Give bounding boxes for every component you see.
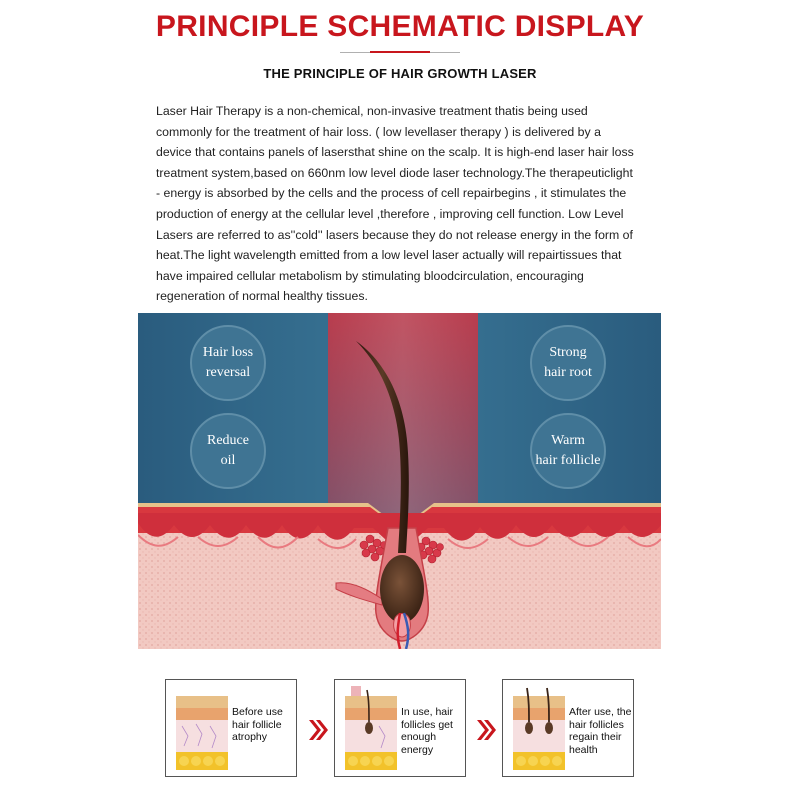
intro-line: regeneration of normal healthy tissues. (156, 289, 368, 304)
step-text: In use, hair follicles get enough energy (401, 706, 453, 756)
page-title: PRINCIPLE SCHEMATIC DISPLAY (155, 10, 645, 43)
hair-follicle-illustration: Hair loss reversal Strong hair root Redu… (138, 313, 661, 649)
benefit-label-reduce-oil: Reduce oil (207, 433, 249, 468)
benefit-label-hair-loss-reversal: Hair loss reversal (202, 345, 254, 380)
benefit-circle (530, 413, 606, 489)
title-underline-accent (370, 51, 430, 53)
next-step-arrow-icon (309, 720, 328, 740)
step-text: Before use hair follicle atrophy (232, 706, 283, 743)
benefit-circle (190, 325, 266, 401)
intro-line: commonly for the treatment of hair loss.… (156, 124, 601, 139)
intro-line: treatment system,based on 660nm low leve… (156, 165, 633, 180)
vein (402, 612, 410, 649)
healthy-follicle-icon (513, 687, 565, 770)
intro-line: have impaired cellular metabolism by sti… (156, 268, 584, 283)
follicle-scene-svg (138, 313, 661, 649)
step-text: After use, the hair follicles regain the… (569, 706, 632, 756)
follicle-atrophy-icon (176, 696, 228, 770)
hair-bulb (380, 555, 424, 623)
section-subtitle: THE PRINCIPLE OF HAIR GROWTH LASER (263, 66, 537, 81)
intro-line: - energy is absorbed by the cells and th… (156, 186, 627, 201)
intro-line: Lasers are referred to as''cold'' lasers… (156, 227, 633, 242)
intro-line: Laser Hair Therapy is a non-chemical, no… (156, 104, 588, 118)
arrector-muscle (335, 582, 383, 606)
next-step-arrow-icon (477, 720, 496, 740)
step-before-use: Before use hair follicle atrophy (165, 679, 297, 777)
intro-line: heat.The light wavelength emitted from a… (156, 248, 622, 263)
follicle-energy-icon (345, 686, 397, 770)
intro-paragraph: Laser Hair Therapy is a non-chemical, no… (156, 101, 646, 307)
benefit-label-strong-hair-root: Strong hair root (544, 345, 592, 380)
benefit-circle (530, 325, 606, 401)
intro-line: device that contains panels of laserstha… (156, 145, 634, 160)
benefit-label-warm-hair-follicle: Warm hair follicle (535, 433, 601, 468)
intro-line: production of energy at the cellular lev… (156, 206, 624, 221)
benefit-circle (190, 413, 266, 489)
step-after-use: After use, the hair follicles regain the… (502, 679, 634, 777)
hair-shaft (356, 341, 409, 553)
artery (396, 612, 402, 649)
step-in-use: In use, hair follicles get enough energy (334, 679, 466, 777)
